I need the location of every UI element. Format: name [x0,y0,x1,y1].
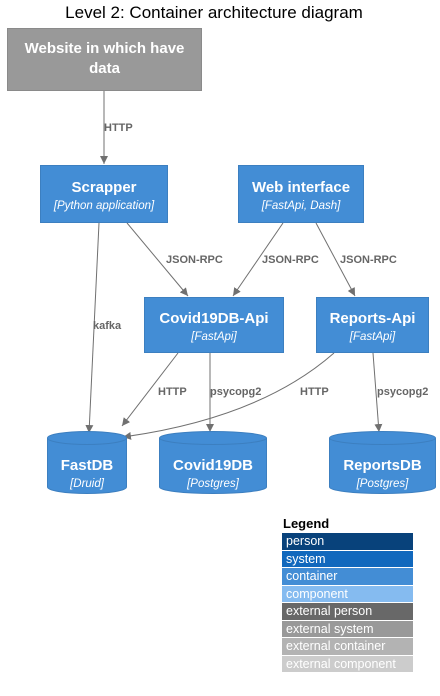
node-reports-api-tech: [FastApi] [349,331,396,343]
node-covid19db-api-tech: [FastApi] [191,331,237,343]
legend-item-container: container [282,568,413,586]
edge-label-web-covid-api: JSON-RPC [262,254,319,266]
legend-item-person: person [282,533,413,551]
node-website[interactable]: Website in which have data [7,28,202,91]
cylinder-icon [329,431,436,494]
edge-web-reports-api [315,222,356,297]
node-reports-api-name: Reports-Api [329,310,416,327]
node-web-interface-tech: [FastApi, Dash] [261,200,341,212]
legend-item-system: system [282,550,413,568]
node-fastdb-tech: [Druid] [70,478,104,490]
edge-label-web-reports-api: JSON-RPC [340,254,397,266]
edge-label-website-scrapper: HTTP [104,122,133,134]
legend-item-external-person: external person [282,603,413,621]
node-fastdb[interactable]: FastDB [Druid] [47,431,127,494]
node-reportsdb-name: ReportsDB [343,457,422,474]
edge-label-reports-api-fastdb: HTTP [300,386,329,398]
node-covid19db-name: Covid19DB [172,457,254,474]
node-web-interface[interactable]: Web interface [FastApi, Dash] [238,165,364,223]
edge-scrapper-fastdb [85,222,100,434]
node-covid19db-tech: [Postgres] [187,478,239,490]
legend-title: Legend [283,516,330,531]
node-scrapper-name: Scrapper [71,179,137,196]
legend-item-external-system: external system [282,620,413,638]
node-covid19db[interactable]: Covid19DB [Postgres] [159,431,267,494]
legend-item-external-container: external container [282,638,413,656]
edge-reports-api-fastdb [122,352,335,440]
diagram-title: Level 2: Container architecture diagram [65,3,363,22]
edge-scrapper-covid-api [126,222,189,297]
node-covid19db-api-name: Covid19DB-Api [159,310,269,327]
legend-item-external-component: external component [282,655,413,673]
legend: Legend person system container component… [282,516,413,673]
cylinder-icon [47,431,127,494]
edge-label-covid-api-covid-db: psycopg2 [210,386,262,398]
node-reports-api[interactable]: Reports-Api [FastApi] [316,297,429,353]
node-website-name: Website in which have data [24,40,185,77]
node-fastdb-name: FastDB [60,457,114,474]
node-web-interface-name: Web interface [251,179,351,196]
edge-reports-api-reports-db [372,352,383,433]
node-reportsdb-tech: [Postgres] [356,478,409,490]
edge-label-reports-api-reports-db: psycopg2 [377,386,429,398]
edge-web-covid-api [232,222,284,297]
node-scrapper[interactable]: Scrapper [Python application] [40,165,168,223]
edge-label-scrapper-covid-api: JSON-RPC [166,254,223,266]
edge-label-covid-api-fastdb: HTTP [158,386,187,398]
edge-covid-api-fastdb [121,352,179,427]
node-scrapper-tech: [Python application] [53,200,155,212]
legend-item-component: component [282,585,413,603]
node-reportsdb[interactable]: ReportsDB [Postgres] [329,431,436,494]
node-covid19db-api[interactable]: Covid19DB-Api [FastApi] [144,297,284,353]
edge-label-scrapper-fastdb: kafka [93,320,122,332]
cylinder-icon [159,431,267,494]
